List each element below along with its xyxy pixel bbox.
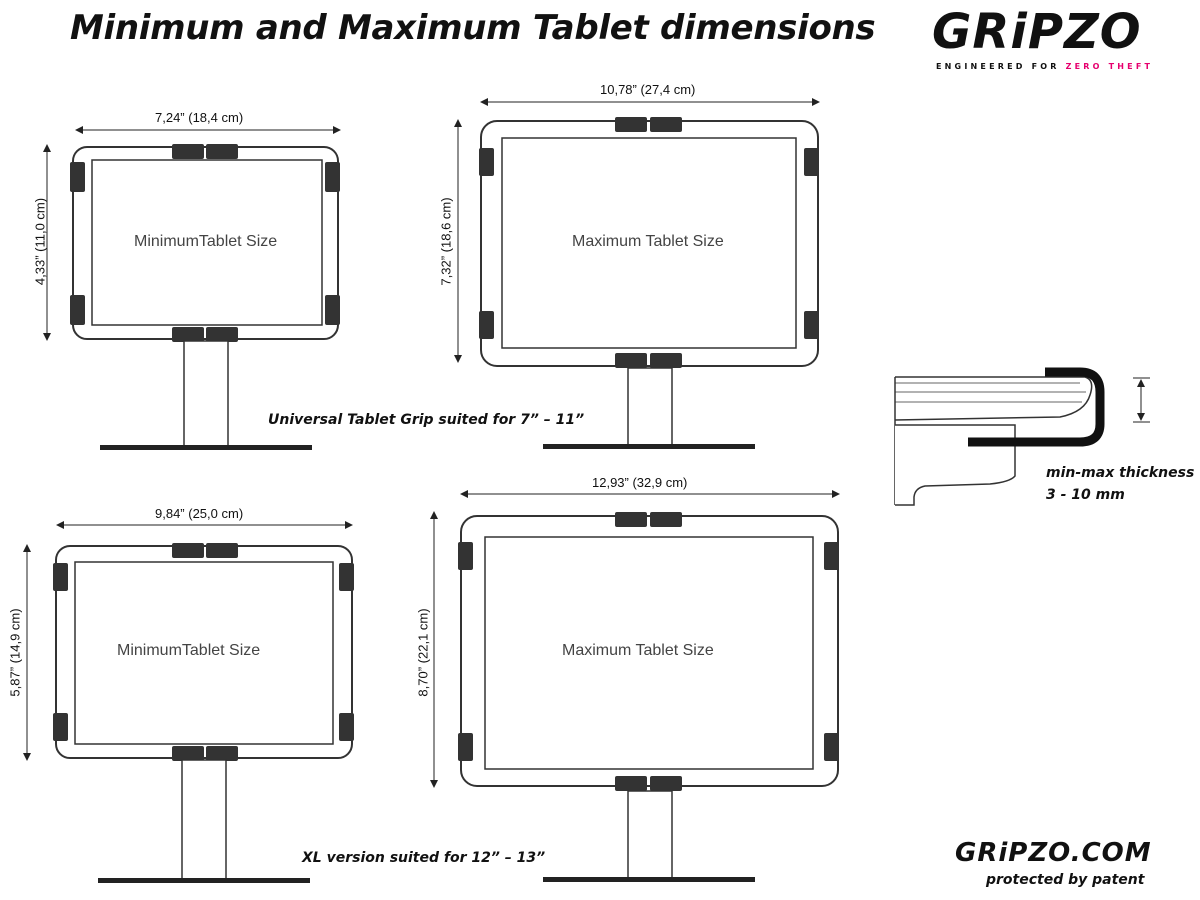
clip-left-bottom: [458, 733, 473, 761]
clip-bottom-right: [206, 327, 238, 342]
thickness-detail: [894, 367, 1150, 506]
clip-left-top: [53, 563, 68, 591]
clip-top-left: [172, 144, 204, 159]
stand-pole: [627, 790, 673, 880]
caption-universal: Universal Tablet Grip suited for 7” – 11…: [268, 412, 585, 428]
clip-icon: [968, 367, 1105, 447]
width-label: 10,78” (27,4 cm): [600, 82, 696, 97]
clip-bottom-left: [615, 353, 647, 368]
clip-top-right: [650, 512, 682, 527]
clip-right-bottom: [339, 713, 354, 741]
tablet-screen: [91, 159, 323, 326]
clip-left-bottom: [70, 295, 85, 325]
stand-base: [543, 444, 755, 449]
stand-pole: [183, 340, 229, 448]
width-label: 12,93” (32,9 cm): [592, 475, 688, 490]
clip-bottom-right: [650, 353, 682, 368]
tablet-top-max: [454, 98, 820, 449]
height-label: 4,33” (11,0 cm): [32, 197, 48, 286]
clip-right-bottom: [824, 733, 839, 761]
mount-body-profile: [895, 424, 1016, 506]
thickness-label: min-max thickness 3 - 10 mm: [1046, 462, 1194, 506]
stand-base: [100, 445, 312, 450]
stand-base: [543, 877, 755, 882]
clip-left-top: [458, 542, 473, 570]
page-title: Minimum and Maximum Tablet dimensions: [70, 8, 876, 48]
clip-left-top: [70, 162, 85, 192]
size-label: Maximum Tablet Size: [562, 642, 714, 659]
tablet-bottom-min: [23, 521, 354, 883]
caption-xl: XL version suited for 12” – 13”: [302, 850, 546, 866]
clip-bottom-left: [172, 746, 204, 761]
thickness-title: min-max thickness: [1046, 465, 1195, 481]
clip-right-top: [339, 563, 354, 591]
clip-right-top: [804, 148, 819, 176]
tagline-accent: ZERO THEFT: [1065, 62, 1154, 71]
logo-wordmark: GRiPZO: [932, 4, 1142, 60]
tablet-top-min: [43, 126, 341, 450]
clip-bottom-left: [172, 327, 204, 342]
clip-top-left: [615, 117, 647, 132]
tablet-edge-profile: [894, 376, 1093, 421]
stand-pole: [181, 759, 227, 881]
tablet-screen: [484, 536, 814, 770]
clip-top-left: [615, 512, 647, 527]
size-label: MinimumTablet Size: [134, 233, 278, 250]
height-label: 7,32” (18,6 cm): [438, 197, 454, 286]
gripzo-logo: GRiPZO ENGINEERED FOR ZERO THEFT: [930, 8, 1185, 76]
clip-bottom-left: [615, 776, 647, 791]
stand-pole: [627, 367, 673, 447]
clip-left-top: [479, 148, 494, 176]
stand-base: [98, 878, 310, 883]
tablet-screen: [74, 561, 334, 745]
clip-top-right: [206, 543, 238, 558]
height-label: 8,70” (22,1 cm): [415, 608, 431, 697]
clip-right-top: [325, 162, 340, 192]
thickness-range: 3 - 10 mm: [1046, 487, 1125, 503]
size-label: Maximum Tablet Size: [572, 233, 724, 250]
logo-tagline: ENGINEERED FOR ZERO THEFT: [936, 62, 1153, 71]
clip-top-left: [172, 543, 204, 558]
clip-right-bottom: [325, 295, 340, 325]
clip-right-top: [824, 542, 839, 570]
tagline-main: ENGINEERED FOR: [936, 62, 1060, 71]
tablet-bottom-max: [430, 490, 840, 882]
height-label: 5,87” (14,9 cm): [7, 608, 23, 697]
size-label: MinimumTablet Size: [117, 642, 261, 659]
clip-left-bottom: [53, 713, 68, 741]
tablet-screen: [501, 137, 797, 349]
website-link[interactable]: GRiPZO.COM: [955, 838, 1152, 868]
clip-top-right: [650, 117, 682, 132]
clip-right-bottom: [804, 311, 819, 339]
clip-left-bottom: [479, 311, 494, 339]
width-label: 9,84” (25,0 cm): [155, 506, 244, 521]
width-label: 7,24” (18,4 cm): [155, 110, 244, 125]
clip-bottom-right: [206, 746, 238, 761]
patent-note: protected by patent: [986, 872, 1145, 888]
clip-bottom-right: [650, 776, 682, 791]
clip-top-right: [206, 144, 238, 159]
